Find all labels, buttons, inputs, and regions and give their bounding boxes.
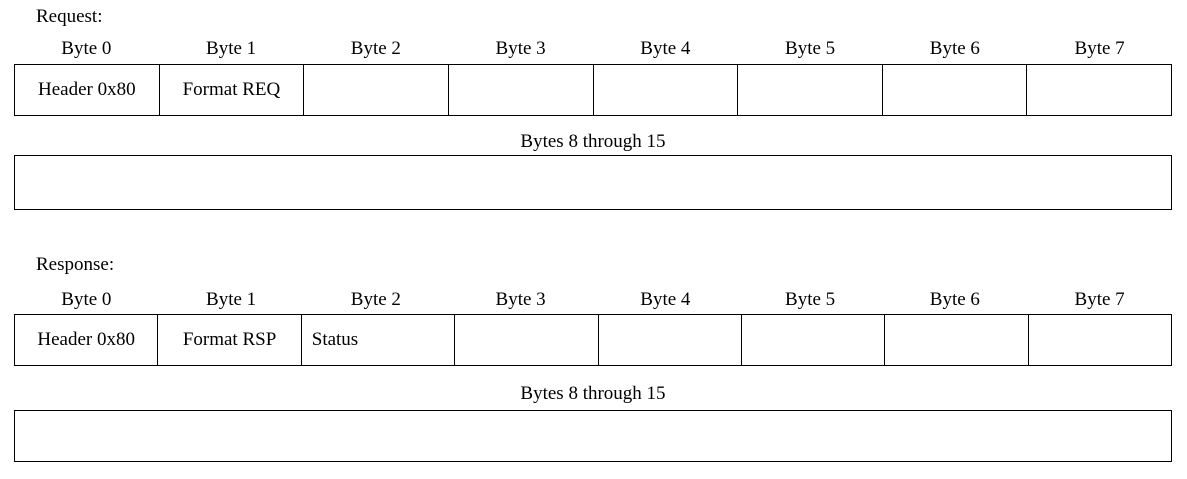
response-cell-byte-7 (1029, 315, 1172, 365)
request-byte-header-1: Byte 1 (206, 38, 257, 59)
response-byte-header-1: Byte 1 (206, 289, 257, 310)
request-extension-caption: Bytes 8 through 15 (520, 131, 666, 152)
response-cell-byte-5 (742, 315, 886, 365)
response-byte-row: Header 0x80 Format RSP Status (14, 314, 1172, 366)
response-byte-header-2: Byte 2 (350, 289, 401, 310)
request-extension-box (14, 155, 1172, 210)
request-cell-byte-2 (304, 65, 449, 115)
response-byte-header-3: Byte 3 (495, 289, 546, 310)
response-extension-caption: Bytes 8 through 15 (520, 383, 666, 404)
request-section-label: Request: (36, 6, 103, 27)
response-cell-byte-3 (455, 315, 599, 365)
request-cell-byte-5 (738, 65, 883, 115)
response-cell-byte-2: Status (302, 315, 456, 365)
response-cell-byte-0: Header 0x80 (15, 315, 159, 365)
request-byte-header-5: Byte 5 (785, 38, 836, 59)
response-cell-byte-6 (885, 315, 1029, 365)
request-cell-byte-0: Header 0x80 (15, 65, 160, 115)
request-cell-byte-6 (883, 65, 1028, 115)
request-byte-header-2: Byte 2 (350, 38, 401, 59)
request-byte-header-0: Byte 0 (61, 38, 112, 59)
response-byte-header-strip: Byte 0 Byte 1 Byte 2 Byte 3 Byte 4 Byte … (14, 289, 1172, 311)
request-cell-byte-4 (594, 65, 739, 115)
response-byte-header-7: Byte 7 (1074, 289, 1125, 310)
request-byte-header-strip: Byte 0 Byte 1 Byte 2 Byte 3 Byte 4 Byte … (14, 38, 1172, 60)
response-byte-header-0: Byte 0 (61, 289, 112, 310)
response-byte-header-6: Byte 6 (929, 289, 980, 310)
response-section-label: Response: (36, 254, 115, 275)
response-byte-header-5: Byte 5 (785, 289, 836, 310)
request-cell-byte-1: Format REQ (160, 65, 305, 115)
request-cell-byte-3 (449, 65, 594, 115)
request-byte-header-7: Byte 7 (1074, 38, 1125, 59)
request-cell-byte-7 (1027, 65, 1172, 115)
response-cell-byte-1: Format RSP (158, 315, 302, 365)
response-cell-byte-4 (599, 315, 742, 365)
response-byte-header-4: Byte 4 (640, 289, 691, 310)
request-byte-header-4: Byte 4 (640, 38, 691, 59)
request-byte-header-6: Byte 6 (929, 38, 980, 59)
request-byte-row: Header 0x80 Format REQ (14, 64, 1172, 116)
response-extension-box (14, 410, 1172, 462)
request-byte-header-3: Byte 3 (495, 38, 546, 59)
